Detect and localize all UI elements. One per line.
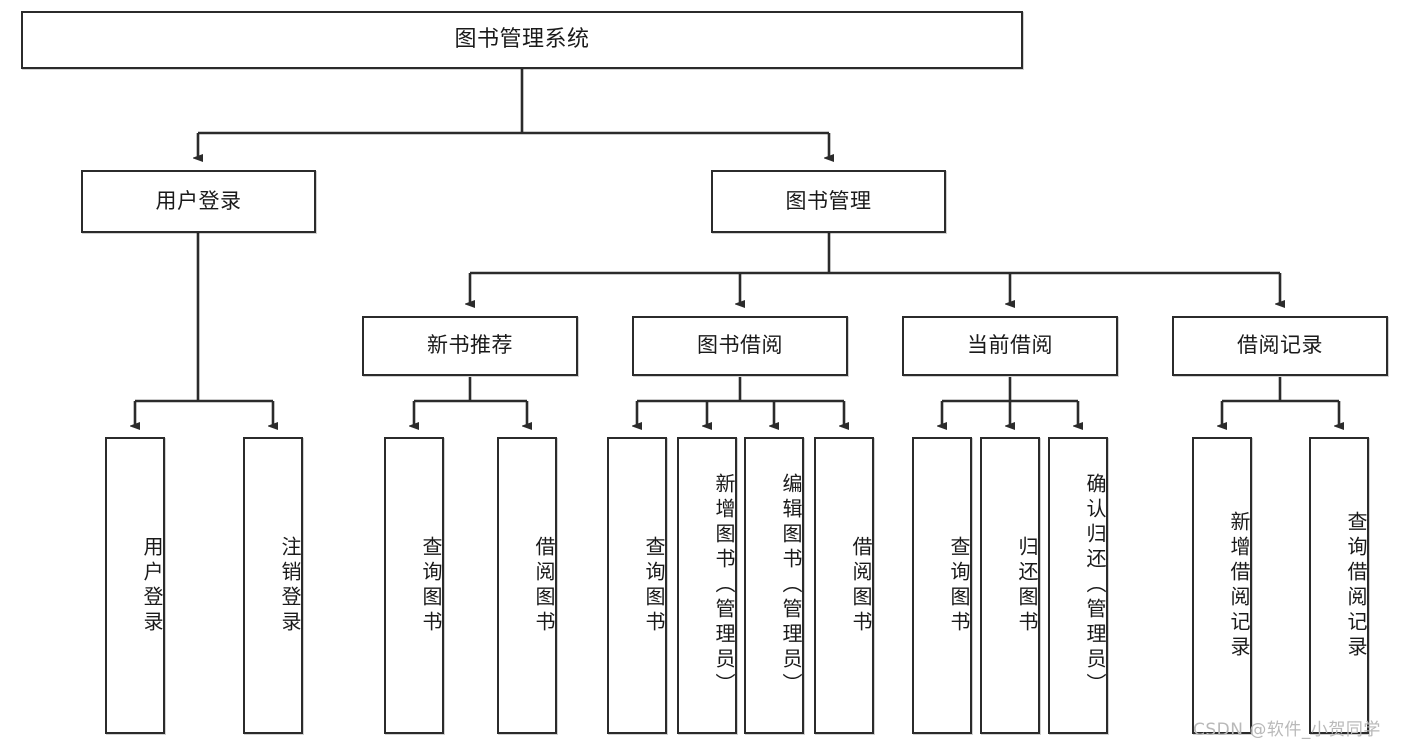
node-borrow-record[interactable]: 借阅记录: [1172, 316, 1388, 376]
leaf-query-book-borrow[interactable]: 查询图书: [607, 437, 667, 734]
leaf-add-borrow-record[interactable]: 新增借阅记录: [1192, 437, 1252, 734]
node-book-borrow[interactable]: 图书借阅: [632, 316, 848, 376]
node-root-system[interactable]: 图书管理系统: [21, 11, 1023, 69]
node-new-book-recommend[interactable]: 新书推荐: [362, 316, 578, 376]
node-book-management[interactable]: 图书管理: [711, 170, 946, 233]
leaf-confirm-return-admin[interactable]: 确认归还（管理员）: [1048, 437, 1108, 734]
leaf-add-book-admin[interactable]: 新增图书（管理员）: [677, 437, 737, 734]
leaf-query-book-recommend[interactable]: 查询图书: [384, 437, 444, 734]
leaf-query-borrow-record[interactable]: 查询借阅记录: [1309, 437, 1369, 734]
leaf-edit-book-admin[interactable]: 编辑图书（管理员）: [744, 437, 804, 734]
leaf-logout[interactable]: 注销登录: [243, 437, 303, 734]
leaf-query-book-current[interactable]: 查询图书: [912, 437, 972, 734]
csdn-watermark: CSDN @软件_小贺同学: [1193, 720, 1381, 740]
node-current-borrow[interactable]: 当前借阅: [902, 316, 1118, 376]
leaf-user-login[interactable]: 用户登录: [105, 437, 165, 734]
leaf-borrow-book-recommend[interactable]: 借阅图书: [497, 437, 557, 734]
leaf-return-book[interactable]: 归还图书: [980, 437, 1040, 734]
node-user-login[interactable]: 用户登录: [81, 170, 316, 233]
leaf-borrow-book[interactable]: 借阅图书: [814, 437, 874, 734]
